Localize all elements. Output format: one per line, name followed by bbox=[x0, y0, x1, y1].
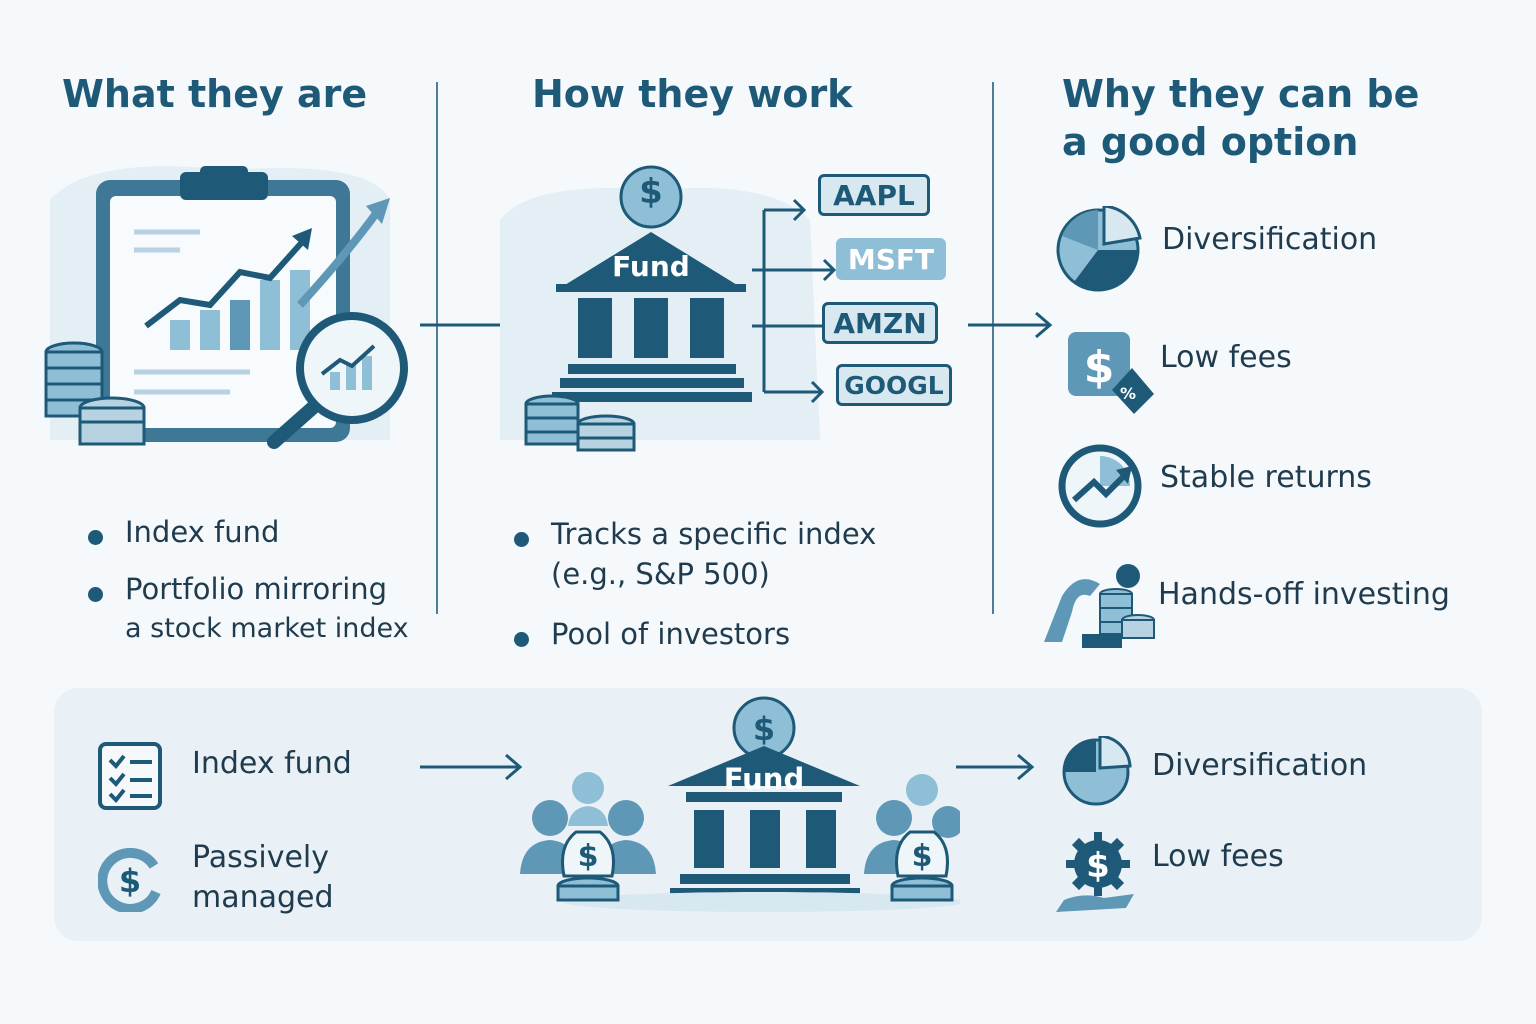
cycle-dollar-icon: $ bbox=[98, 848, 161, 912]
bullet-text-line1: Tracks a specific index bbox=[551, 517, 877, 551]
bullet-text-line2: (e.g., S&P 500) bbox=[551, 557, 770, 591]
checklist-icon bbox=[98, 742, 162, 810]
heading-why-good-option: Why they can be a good option bbox=[1062, 70, 1419, 166]
magnifier-chart-icon bbox=[267, 312, 408, 449]
percent-tag: % bbox=[1120, 384, 1137, 403]
ticker-aapl: AAPL bbox=[818, 174, 930, 216]
arrow-right-icon bbox=[420, 753, 523, 781]
bullet-pool-of-investors: Pool of investors bbox=[514, 614, 790, 654]
bullet-text: Index fund bbox=[125, 515, 280, 549]
gauge-arrow-icon bbox=[1058, 444, 1142, 528]
benefit-hands-off-investing: Hands-off investing bbox=[1158, 577, 1450, 612]
heading-line1: Why they can be bbox=[1062, 72, 1420, 116]
summary-diversification: Diversification bbox=[1152, 748, 1368, 783]
column-divider bbox=[436, 82, 438, 614]
bullet-text: Pool of investors bbox=[551, 617, 791, 651]
svg-text:$: $ bbox=[119, 862, 141, 900]
bullet-dot bbox=[514, 532, 529, 547]
summary-passively: Passively bbox=[192, 840, 330, 875]
ticker-msft: MSFT bbox=[836, 238, 946, 280]
dollar-tag-icon: $ bbox=[1068, 332, 1154, 414]
pie-chart-icon bbox=[1056, 206, 1142, 292]
bullet-dot bbox=[514, 632, 529, 647]
benefit-stable-returns: Stable returns bbox=[1160, 460, 1372, 495]
bullet-text-line1: Portfolio mirroring bbox=[125, 572, 388, 606]
arrow-right-icon bbox=[968, 311, 1053, 339]
hand-coins-icon bbox=[1044, 564, 1155, 648]
fund-label: Fund bbox=[612, 250, 690, 283]
heading-line2: a good option bbox=[1062, 120, 1359, 164]
coin-stack-icon bbox=[524, 394, 636, 452]
coin-stack-icon bbox=[44, 341, 146, 446]
heading-how-they-work: How they work bbox=[532, 72, 853, 116]
svg-text:$: $ bbox=[578, 839, 599, 874]
people-money-bag-icon: $ $ bbox=[520, 696, 960, 912]
gear-dollar-hand-icon: $ bbox=[1056, 832, 1134, 912]
bullet-index-fund: Index fund bbox=[88, 512, 279, 552]
bullet-text-line2: a stock market index bbox=[125, 613, 409, 644]
heading-what-they-are: What they are bbox=[62, 72, 368, 116]
fund-dollar-sign: $ bbox=[639, 172, 663, 212]
ticker-amzn: AMZN bbox=[822, 302, 938, 344]
svg-text:$: $ bbox=[1086, 846, 1110, 886]
bullet-portfolio-mirroring: Portfolio mirroring a stock market index bbox=[88, 569, 409, 649]
benefit-low-fees: Low fees bbox=[1160, 340, 1292, 375]
benefit-diversification: Diversification bbox=[1162, 222, 1378, 257]
summary-low-fees: Low fees bbox=[1152, 839, 1284, 874]
summary-passively-managed: Passively managed bbox=[192, 838, 334, 918]
pie-chart-icon bbox=[1062, 736, 1132, 806]
bank-icon bbox=[500, 165, 837, 452]
bullet-dot bbox=[88, 587, 103, 602]
summary-index-fund: Index fund bbox=[192, 746, 352, 781]
bullet-tracks-index: Tracks a specific index (e.g., S&P 500) bbox=[514, 514, 876, 594]
clipboard-chart-icon bbox=[44, 166, 408, 449]
dollar-coin-icon bbox=[619, 165, 683, 229]
summary-fund-label: Fund bbox=[723, 762, 805, 796]
svg-text:$: $ bbox=[1084, 342, 1115, 393]
svg-text:$: $ bbox=[912, 839, 933, 874]
column-divider bbox=[992, 82, 994, 614]
arrow-right-icon bbox=[956, 753, 1035, 781]
summary-managed: managed bbox=[192, 880, 334, 915]
bullet-dot bbox=[88, 530, 103, 545]
ticker-googl: GOOGL bbox=[836, 364, 952, 406]
summary-dollar-sign: $ bbox=[752, 710, 776, 748]
